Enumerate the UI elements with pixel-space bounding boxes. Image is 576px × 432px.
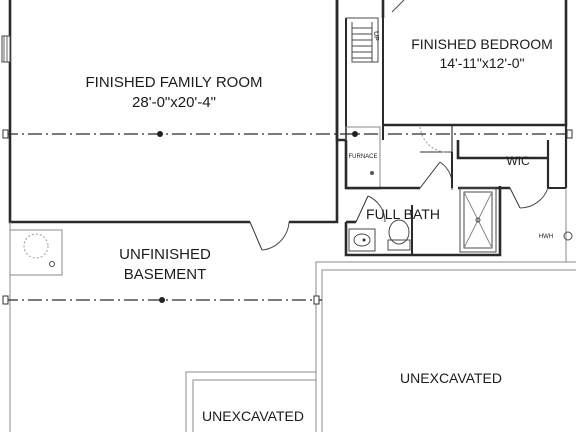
- unexcavated-left-label: UNEXCAVATED: [202, 408, 304, 424]
- beam-line-lower: [2, 295, 322, 305]
- full-bath-label: FULL BATH: [366, 206, 440, 222]
- family-room-walls: [1, 0, 339, 224]
- unfinished-basement-line2: BASEMENT: [124, 266, 207, 283]
- hwh-label: HWH: [539, 234, 553, 240]
- beam-line-upper: [2, 129, 573, 139]
- family-room-door: [249, 221, 290, 251]
- furnace-area: [344, 125, 420, 190]
- hwh-area: [563, 188, 573, 262]
- toilet: [387, 219, 411, 251]
- bedroom-door: [419, 126, 453, 153]
- unexcavated-right-area: [315, 261, 576, 432]
- family-room-name: FINISHED FAMILY ROOM: [86, 74, 263, 91]
- unexcavated-right-label: UNEXCAVATED: [400, 370, 502, 386]
- unfinished-basement-line1: UNFINISHED: [119, 246, 211, 263]
- hall-door: [419, 152, 453, 191]
- bedroom-name: FINISHED BEDROOM: [411, 36, 553, 52]
- sink: [348, 228, 376, 252]
- full-bath-walls: [344, 186, 502, 257]
- family-room-dims: 28'-0"x20'-4": [132, 94, 216, 111]
- sump-pit: [10, 229, 63, 276]
- stair-up-label: UP: [372, 31, 379, 41]
- stair: [335, 0, 405, 142]
- shower: [459, 187, 497, 253]
- furnace-label: FURNACE: [348, 154, 377, 160]
- wic-label: WIC: [506, 154, 530, 168]
- unexcavated-left-area: [185, 371, 316, 432]
- bedroom-dims: 14'-11"x12'-0": [439, 55, 524, 71]
